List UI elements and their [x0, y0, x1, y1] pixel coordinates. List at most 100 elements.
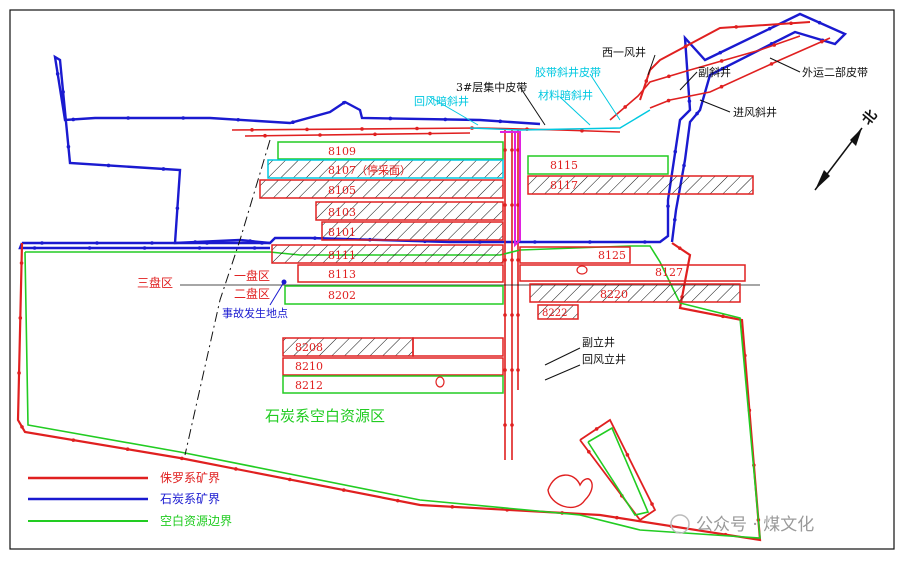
boundary-tick	[643, 240, 647, 244]
boundary-tick	[580, 128, 584, 133]
leader-belt-incline	[589, 73, 621, 121]
label-district-2: 二盘区	[234, 286, 270, 301]
boundary-tick	[718, 50, 723, 55]
boundary-tick	[71, 438, 76, 442]
label-panel-8107: 8107（停采面）	[328, 163, 411, 177]
boundary-tick	[510, 423, 514, 427]
leader-belt-3	[519, 86, 546, 126]
boundary-tick	[181, 116, 186, 120]
boundary-tick	[623, 105, 627, 109]
boundary-tick	[32, 246, 37, 250]
label-west-vent: 西一风井	[602, 45, 646, 59]
label-accident: 事故发生地点	[222, 306, 288, 320]
boundary-tick	[250, 128, 254, 132]
boundary-tick	[360, 127, 364, 131]
panel-8113	[297, 264, 504, 283]
label-district-1: 一盘区	[234, 268, 270, 283]
panel-8109	[277, 141, 504, 160]
legend-label-blank: 空白资源边界	[160, 513, 232, 528]
boundary-tick	[443, 117, 448, 122]
boundary-tick	[719, 59, 724, 63]
boundary-tick	[125, 447, 130, 452]
boundary-tick	[19, 261, 24, 265]
working-panels	[259, 141, 754, 394]
label-panel-8127: 8127	[655, 266, 683, 279]
boundary-tick	[767, 26, 772, 31]
boundary-tick	[288, 477, 292, 482]
label-aux-incline: 副斜井	[698, 65, 731, 79]
boundary-tick	[18, 316, 23, 320]
boundary-tick	[341, 101, 346, 105]
boundary-tick	[677, 246, 682, 250]
boundary-tick	[644, 79, 649, 83]
panel-8117	[527, 175, 754, 195]
boundary-tick	[503, 258, 507, 262]
boundary-tick	[820, 39, 824, 44]
boundary-tick	[341, 488, 346, 492]
boundary-tick	[175, 206, 180, 211]
label-panel-8125: 8125	[598, 249, 626, 262]
boundary-tick	[769, 62, 774, 66]
boundary-tick	[503, 423, 507, 427]
boundary-tick	[673, 149, 678, 154]
boundary-tick	[516, 368, 520, 372]
panel-8101	[321, 221, 504, 241]
leader-west-vent	[647, 54, 656, 76]
boundary-tick	[106, 163, 111, 168]
leader-aux-incline	[679, 71, 698, 91]
boundary-tick	[516, 203, 520, 207]
panel-8115	[527, 155, 669, 175]
panel-8111	[271, 244, 504, 264]
watermark: 公众号 · 煤文化	[696, 515, 814, 535]
boundary-tick	[516, 148, 520, 152]
boundary-tick	[719, 84, 724, 89]
boundary-tick	[260, 241, 264, 245]
boundary-tick	[395, 498, 400, 503]
label-belt-3: 3#层集中皮带	[456, 80, 527, 94]
label-aux-shaft: 副立井	[582, 335, 615, 349]
boundary-tick	[510, 258, 514, 262]
district-divider	[184, 139, 271, 456]
panel-8220	[529, 283, 741, 303]
boundary-tick	[205, 241, 209, 245]
boundary-tick	[142, 246, 147, 250]
leader-material-incline	[559, 96, 591, 126]
label-panel-8103: 8103	[328, 206, 356, 219]
label-panel-8105: 8105	[328, 184, 356, 197]
boundary-tick	[71, 117, 76, 122]
boundary-tick	[772, 43, 777, 47]
boundary-tick	[503, 203, 507, 207]
main-roadway	[500, 131, 521, 248]
boundary-tick	[193, 240, 197, 244]
boundary-tick	[721, 314, 725, 319]
boundary-tick	[236, 117, 240, 122]
boundary-tick	[817, 20, 822, 25]
boundary-tick	[615, 515, 619, 520]
boundary-tick	[291, 120, 295, 124]
boundary-tick	[588, 240, 592, 244]
boundary-tick	[252, 246, 257, 250]
boundary-tick	[516, 313, 520, 317]
belt-roadway	[469, 109, 651, 131]
boundary-tick	[388, 116, 393, 121]
boundary-tick	[683, 44, 688, 49]
label-panel-8208: 8208	[295, 341, 323, 354]
label-panel-8202: 8202	[328, 289, 356, 302]
panel-8127	[519, 264, 746, 282]
panel-8202	[284, 285, 504, 305]
panel-8208-ext	[412, 337, 504, 357]
label-panel-8210: 8210	[295, 360, 323, 373]
boundary-tick	[305, 127, 309, 132]
label-district-3: 三盘区	[137, 275, 173, 290]
boundary-tick	[666, 98, 671, 103]
boundary-tick	[66, 144, 71, 149]
label-panel-8101: 8101	[328, 226, 356, 239]
panel-8125	[519, 246, 631, 264]
boundary-tick	[161, 167, 166, 171]
label-panel-8117: 8117	[550, 179, 578, 192]
boundary-tick	[478, 240, 482, 244]
panel-8103	[315, 201, 504, 221]
accident-leader	[269, 281, 285, 306]
wechat-icon	[670, 514, 690, 534]
